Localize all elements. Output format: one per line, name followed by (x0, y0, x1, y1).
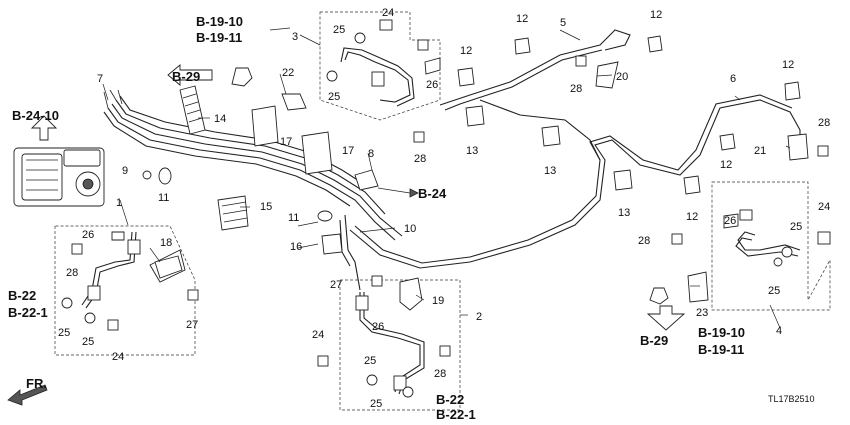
left-arrow-icon (167, 64, 213, 86)
callout-24c: 24 (312, 329, 324, 341)
ref-b-24-10[interactable]: B-24-10 (12, 108, 59, 123)
ref-b-19-10-top[interactable]: B-19-10 (196, 14, 243, 29)
callout-9: 9 (122, 165, 128, 177)
callout-11a: 11 (158, 192, 169, 204)
callout-25g: 25 (790, 221, 802, 233)
callout-5: 5 (560, 17, 566, 29)
callout-7: 7 (97, 73, 103, 85)
callout-28b: 28 (570, 83, 582, 95)
callout-24d: 24 (818, 201, 830, 213)
left-hose-assembly-box (54, 225, 199, 356)
ref-b-24[interactable]: B-24 (418, 186, 447, 201)
callout-13a: 13 (466, 145, 478, 157)
ref-b-22-left[interactable]: B-22 (8, 288, 36, 303)
ref-b-19-10-right[interactable]: B-19-10 (698, 325, 745, 340)
callout-12a: 12 (516, 13, 528, 25)
diagram-code: TL17B2510 (768, 394, 815, 404)
pipe-10 (339, 214, 361, 291)
callout-26d: 26 (724, 215, 736, 227)
lower-hose-assembly-box (317, 275, 461, 411)
clips-and-brackets (142, 35, 829, 305)
callout-26c: 26 (372, 321, 384, 333)
ref-b-22-1-mid[interactable]: B-22-1 (436, 407, 476, 422)
main-brake-pipe-bundle (103, 89, 403, 241)
callout-18: 18 (160, 237, 172, 249)
callout-28f: 28 (638, 235, 650, 247)
down-arrow-icon (646, 305, 686, 331)
abs-modulator-unit (13, 147, 105, 207)
callout-13b: 13 (544, 165, 556, 177)
front-direction-arrow-icon (7, 384, 48, 406)
callout-26b: 26 (82, 229, 94, 241)
callout-2: 2 (476, 311, 482, 323)
callout-8: 8 (368, 148, 374, 160)
callout-25e: 25 (364, 355, 376, 367)
callout-25h: 25 (768, 285, 780, 297)
right-arrow-icon (377, 187, 419, 198)
callout-16: 16 (290, 241, 302, 253)
callout-25d: 25 (82, 336, 94, 348)
front-direction-label: FR. (26, 376, 47, 391)
ref-b-29-left[interactable]: B-29 (172, 69, 200, 84)
callout-27a: 27 (186, 319, 198, 331)
leader-lines (102, 27, 791, 329)
callout-15: 15 (260, 201, 272, 213)
callout-24a: 24 (382, 7, 394, 19)
callout-25c: 25 (58, 327, 70, 339)
callout-12b: 12 (650, 9, 662, 21)
callout-12d: 12 (782, 59, 794, 71)
callout-26a: 26 (426, 79, 438, 91)
callout-28d: 28 (66, 267, 78, 279)
callout-6: 6 (730, 73, 736, 85)
callout-28c: 28 (818, 117, 830, 129)
callout-13c: 13 (618, 207, 630, 219)
up-arrow-icon (30, 115, 58, 141)
callout-25f: 25 (370, 398, 382, 410)
callout-25b: 25 (328, 91, 340, 103)
reference-labels: B-19-10 B-19-11 B-29 B-24-10 B-24 B-22 B… (8, 14, 745, 422)
callout-12f: 12 (686, 211, 698, 223)
callout-11b: 11 (288, 212, 299, 224)
right-hose-assembly-box (671, 181, 831, 311)
callout-28e: 28 (434, 368, 446, 380)
callout-22: 22 (282, 67, 294, 79)
callout-28a: 28 (414, 153, 426, 165)
callout-19: 19 (432, 295, 444, 307)
callout-17a: 17 (280, 136, 292, 148)
callout-3: 3 (292, 31, 298, 43)
callout-4: 4 (776, 325, 782, 337)
callout-17b: 17 (342, 145, 354, 157)
part-number-callouts: 3 25 24 25 22 26 28 12 5 12 12 20 28 6 1… (58, 7, 830, 410)
callout-27b: 27 (330, 279, 342, 291)
callout-12e: 12 (720, 159, 732, 171)
ref-b-19-11-right[interactable]: B-19-11 (698, 342, 744, 357)
ref-b-19-11-top[interactable]: B-19-11 (196, 30, 242, 45)
ref-b-22-1-left[interactable]: B-22-1 (8, 305, 48, 320)
callout-1: 1 (116, 197, 122, 209)
rear-brake-pipe (349, 29, 801, 269)
callout-24b: 24 (112, 351, 124, 363)
callout-21: 21 (754, 145, 766, 157)
callout-23: 23 (696, 307, 708, 319)
callout-20: 20 (616, 71, 628, 83)
callout-10: 10 (404, 223, 416, 235)
callout-14: 14 (214, 113, 226, 125)
ref-b-29-right[interactable]: B-29 (640, 333, 668, 348)
ref-b-22-mid[interactable]: B-22 (436, 392, 464, 407)
callout-12c: 12 (460, 45, 472, 57)
callout-25a: 25 (333, 24, 345, 36)
